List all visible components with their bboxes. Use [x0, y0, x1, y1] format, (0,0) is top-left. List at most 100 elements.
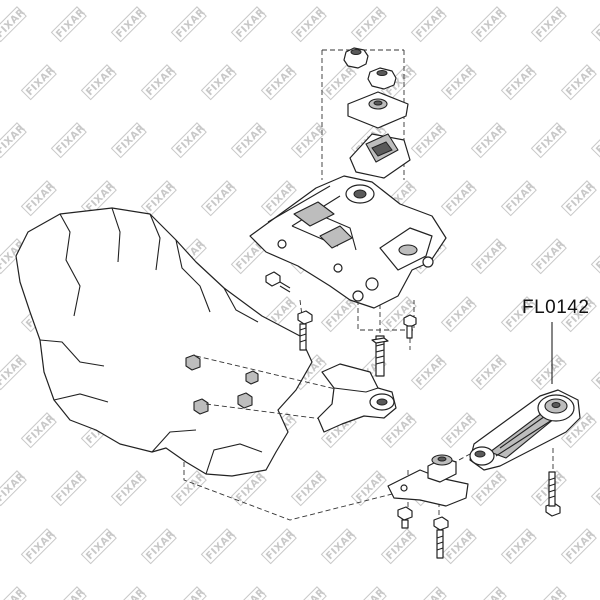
- watermark-tile: FIXAR: [350, 470, 388, 507]
- watermark-text: FIXAR: [564, 65, 597, 98]
- watermark-tile: FIXAR: [140, 528, 178, 565]
- watermark-tile: FIXAR: [590, 122, 600, 159]
- watermark-tile: FIXAR: [410, 122, 448, 159]
- watermark-text: FIXAR: [84, 65, 117, 98]
- watermark-text: FIXAR: [144, 181, 177, 214]
- watermark-text: FIXAR: [354, 7, 387, 40]
- watermark-tile: FIXAR: [410, 354, 448, 391]
- watermark-text: FIXAR: [54, 7, 87, 40]
- watermark-text: FIXAR: [594, 587, 600, 600]
- watermark-tile: FIXAR: [260, 64, 298, 101]
- watermark-text: FIXAR: [54, 123, 87, 156]
- watermark-text: FIXAR: [594, 355, 600, 388]
- watermark-tile: FIXAR: [110, 6, 148, 43]
- watermark-text: FIXAR: [534, 123, 567, 156]
- watermark-text: FIXAR: [324, 529, 357, 562]
- watermark-tile: FIXAR: [0, 6, 28, 43]
- watermark-tile: FIXAR: [530, 238, 568, 275]
- watermark-tile: FIXAR: [320, 528, 358, 565]
- watermark-text: FIXAR: [204, 529, 237, 562]
- upper-washer-plate: [347, 91, 409, 129]
- watermark-tile: FIXAR: [560, 528, 598, 565]
- watermark-text: FIXAR: [504, 529, 537, 562]
- part-number-label: FL0142: [522, 297, 590, 318]
- watermark-text: FIXAR: [504, 65, 537, 98]
- watermark-text: FIXAR: [264, 65, 297, 98]
- watermark-text: FIXAR: [504, 181, 537, 214]
- watermark-text: FIXAR: [234, 123, 267, 156]
- watermark-tile: FIXAR: [440, 180, 478, 217]
- stud-bolt: [371, 335, 389, 377]
- watermark-tile: FIXAR: [470, 6, 508, 43]
- top-nut: [343, 47, 369, 69]
- watermark-tile: FIXAR: [350, 6, 388, 43]
- watermark-tile: FIXAR: [110, 470, 148, 507]
- watermark-text: FIXAR: [414, 355, 447, 388]
- watermark-text: FIXAR: [444, 529, 477, 562]
- watermark-tile: FIXAR: [170, 122, 208, 159]
- lower-bolt-long: [433, 516, 449, 559]
- watermark-text: FIXAR: [564, 529, 597, 562]
- watermark-text: FIXAR: [564, 181, 597, 214]
- watermark-text: FIXAR: [444, 297, 477, 330]
- watermark-text: FIXAR: [0, 587, 28, 600]
- watermark-text: FIXAR: [204, 181, 237, 214]
- watermark-text: FIXAR: [414, 123, 447, 156]
- watermark-tile: FIXAR: [590, 470, 600, 507]
- watermark-text: FIXAR: [474, 7, 507, 40]
- watermark-tile: FIXAR: [290, 470, 328, 507]
- watermark-tile: FIXAR: [590, 586, 600, 600]
- watermark-tile: FIXAR: [20, 180, 58, 217]
- engine-block: [15, 207, 313, 477]
- watermark-text: FIXAR: [24, 413, 57, 446]
- watermark-text: FIXAR: [444, 413, 477, 446]
- watermark-tile: FIXAR: [350, 586, 388, 600]
- watermark-tile: FIXAR: [50, 122, 88, 159]
- small-bolt-right: [403, 314, 417, 339]
- watermark-tile: FIXAR: [530, 122, 568, 159]
- watermark-text: FIXAR: [0, 471, 28, 504]
- watermark-tile: FIXAR: [440, 296, 478, 333]
- watermark-tile: FIXAR: [440, 64, 478, 101]
- watermark-tile: FIXAR: [20, 64, 58, 101]
- watermark-tile: FIXAR: [590, 238, 600, 275]
- watermark-text: FIXAR: [474, 239, 507, 272]
- watermark-text: FIXAR: [294, 123, 327, 156]
- watermark-text: FIXAR: [444, 181, 477, 214]
- watermark-tile: FIXAR: [470, 238, 508, 275]
- watermark-tile: FIXAR: [500, 528, 538, 565]
- watermark-text: FIXAR: [594, 7, 600, 40]
- watermark-tile: FIXAR: [0, 470, 28, 507]
- watermark-tile: FIXAR: [170, 586, 208, 600]
- watermark-tile: FIXAR: [170, 470, 208, 507]
- watermark-tile: FIXAR: [440, 412, 478, 449]
- watermark-tile: FIXAR: [500, 180, 538, 217]
- watermark-tile: FIXAR: [200, 180, 238, 217]
- watermark-tile: FIXAR: [560, 64, 598, 101]
- watermark-tile: FIXAR: [290, 6, 328, 43]
- watermark-tile: FIXAR: [320, 64, 358, 101]
- flange-nut: [367, 67, 397, 90]
- watermark-text: FIXAR: [54, 471, 87, 504]
- watermark-text: FIXAR: [594, 471, 600, 504]
- watermark-tile: FIXAR: [590, 6, 600, 43]
- watermark-tile: FIXAR: [290, 586, 328, 600]
- watermark-tile: FIXAR: [80, 528, 118, 565]
- torque-rod-bolt: [545, 471, 561, 517]
- watermark-tile: FIXAR: [380, 412, 418, 449]
- engine-mount-bosses: [185, 354, 259, 415]
- watermark-text: FIXAR: [174, 123, 207, 156]
- watermark-text: FIXAR: [24, 529, 57, 562]
- watermark-tile: FIXAR: [50, 586, 88, 600]
- watermark-text: FIXAR: [354, 471, 387, 504]
- watermark-text: FIXAR: [144, 529, 177, 562]
- watermark-text: FIXAR: [234, 471, 267, 504]
- watermark-text: FIXAR: [384, 529, 417, 562]
- watermark-text: FIXAR: [474, 123, 507, 156]
- watermark-tile: FIXAR: [110, 586, 148, 600]
- upper-rubber-mount: [349, 133, 411, 179]
- watermark-text: FIXAR: [84, 529, 117, 562]
- watermark-tile: FIXAR: [50, 6, 88, 43]
- watermark-tile: FIXAR: [0, 586, 28, 600]
